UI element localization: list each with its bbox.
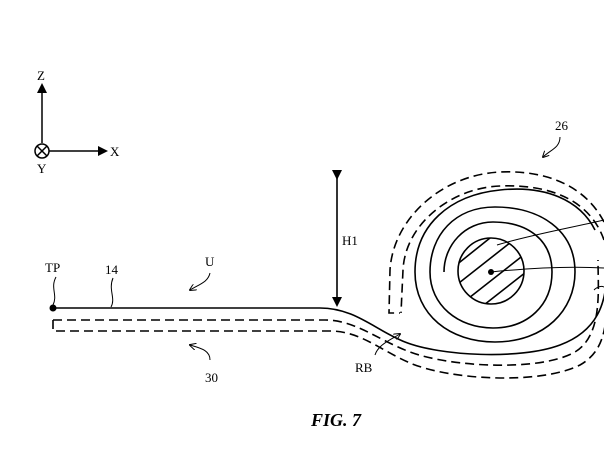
label-26: 26	[555, 118, 569, 133]
into-page-icon	[34, 143, 50, 159]
tp-point	[49, 304, 57, 312]
leader-lines	[490, 219, 604, 291]
x-label: X	[110, 144, 120, 159]
label-tp: TP	[45, 260, 60, 275]
label-30: 30	[205, 370, 218, 385]
label-h1: H1	[342, 233, 358, 248]
label-u: U	[205, 254, 215, 269]
axis-indicator	[34, 83, 108, 159]
figure-caption: FIG. 7	[310, 410, 362, 430]
layer-30	[52, 171, 604, 379]
label-14: 14	[105, 262, 119, 277]
z-label: Z	[37, 68, 45, 83]
label-rb: RB	[355, 360, 373, 375]
y-label: Y	[37, 161, 47, 176]
label-leaders	[52, 136, 561, 361]
strip-14	[53, 188, 604, 356]
